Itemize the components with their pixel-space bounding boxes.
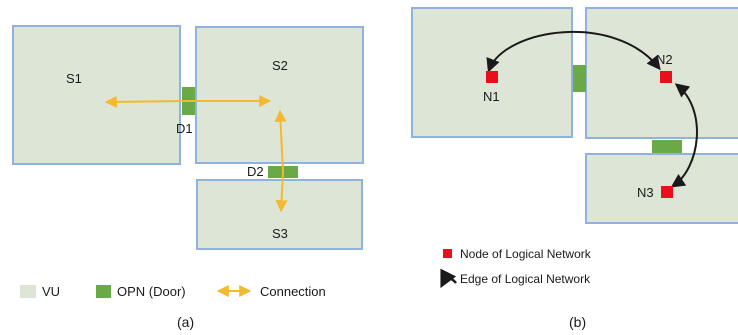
label-s3: S3 [272, 226, 288, 241]
space-s1 [12, 25, 181, 165]
panel-a: S1 S2 S3 D1 D2 VU OPN (Door) Connection … [12, 25, 364, 330]
caption-b: (b) [569, 314, 586, 330]
legend-edge-label: Edge of Logical Network [460, 272, 591, 286]
label-d2: D2 [247, 164, 264, 179]
node-n1 [486, 71, 498, 83]
legend-connection-label: Connection [260, 284, 326, 299]
legend-opn-swatch [96, 285, 111, 298]
label-n3: N3 [637, 185, 654, 200]
label-n1: N1 [483, 89, 500, 104]
space-s2 [195, 26, 364, 164]
legend-opn-label: OPN (Door) [117, 284, 186, 299]
legend-vu-label: VU [42, 284, 60, 299]
caption-a: (a) [177, 314, 194, 330]
panel-b: N1 N2 N3 Node of Logical Network Edge of… [411, 7, 738, 330]
label-s2: S2 [272, 58, 288, 73]
node-n2 [660, 71, 672, 83]
door-left-right [573, 65, 586, 92]
legend-node-swatch [443, 249, 452, 258]
door-right-bottom [652, 140, 682, 153]
label-d1: D1 [176, 121, 193, 136]
connection-s1-d1 [104, 95, 189, 108]
legend-node-label: Node of Logical Network [460, 247, 592, 261]
node-n3 [661, 186, 673, 198]
connection-d2-s3 [275, 171, 288, 213]
legend-edge-icon [440, 268, 457, 289]
edge-n1-n2 [486, 30, 661, 73]
label-s1: S1 [66, 71, 82, 86]
connection-s2-d2 [274, 109, 287, 173]
label-n2: N2 [656, 52, 673, 67]
space-s3 [196, 179, 363, 250]
legend-vu-swatch [20, 285, 36, 298]
edge-n2-n3 [670, 83, 698, 188]
